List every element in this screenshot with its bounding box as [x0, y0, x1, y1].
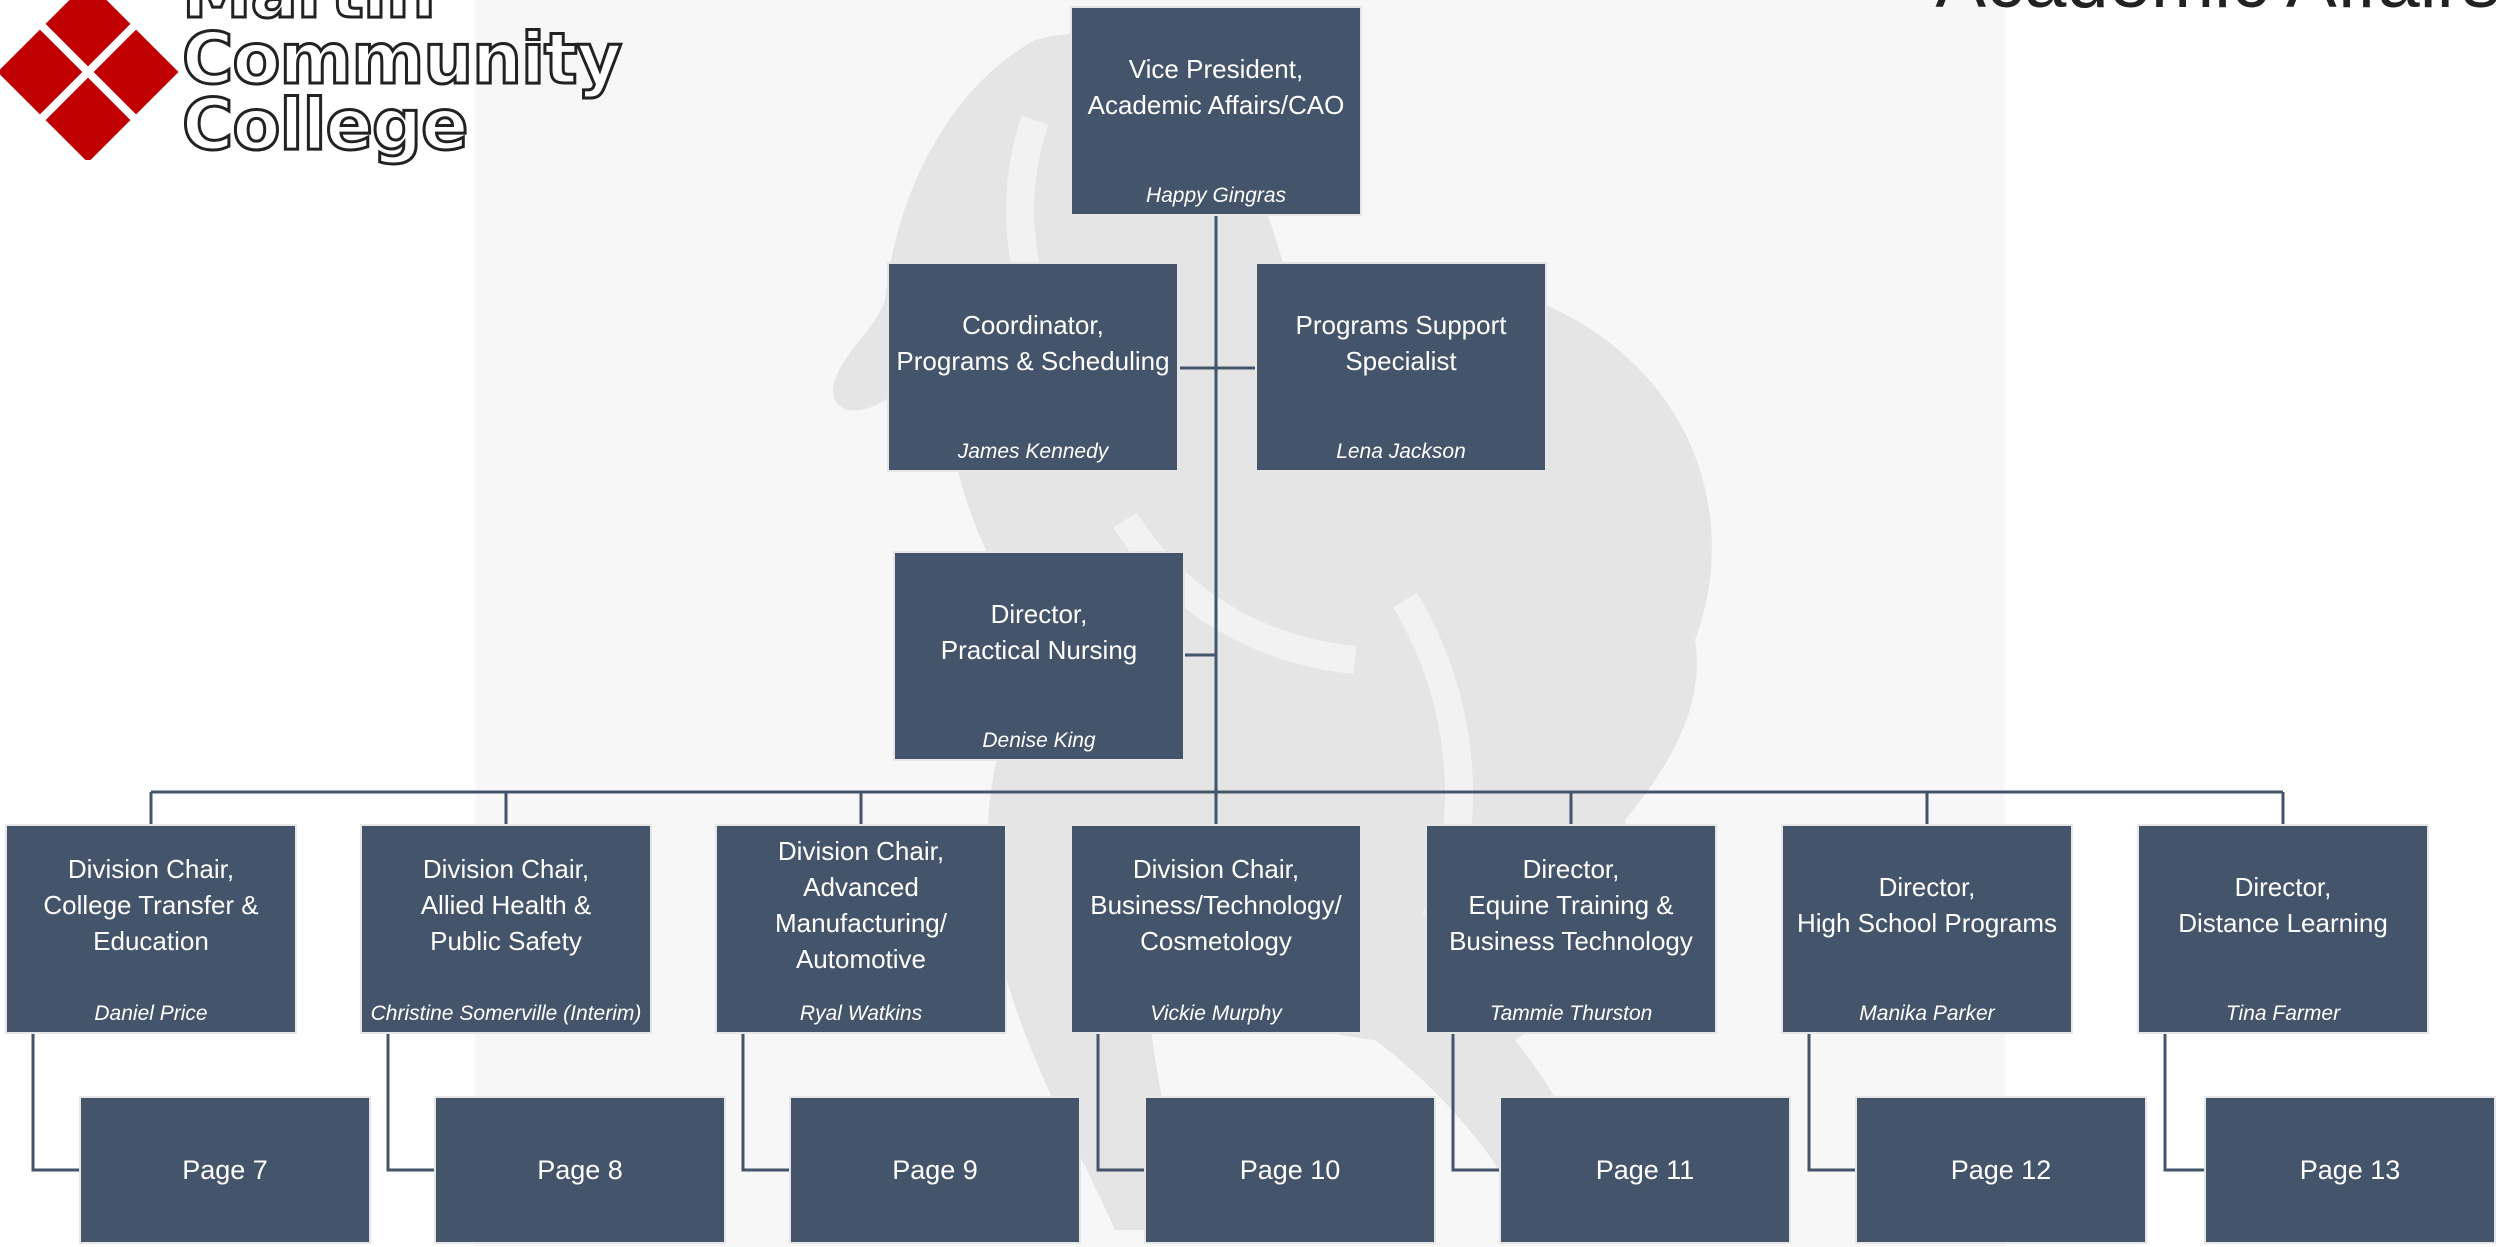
node-person: Lena Jackson	[1336, 440, 1466, 463]
node-coordinator: Coordinator, Programs & Scheduling James…	[887, 262, 1179, 472]
node-vice-president: Vice President, Academic Affairs/CAO Hap…	[1070, 6, 1362, 216]
page-link-10[interactable]: Page 10	[1144, 1096, 1436, 1244]
node-title: Coordinator, Programs & Scheduling	[896, 310, 1170, 376]
node-director-equine-training: Director, Equine Training & Business Tec…	[1425, 824, 1717, 1034]
node-practical-nursing: Director, Practical Nursing Denise King	[893, 551, 1185, 761]
node-title: Director, Practical Nursing	[940, 599, 1138, 665]
node-person: Happy Gingras	[1145, 184, 1287, 207]
node-chair-advanced-manufacturing: Division Chair, Advanced Manufacturing/ …	[715, 824, 1007, 1034]
node-title: Vice President, Academic Affairs/CAO	[1087, 54, 1345, 120]
node-person: Vickie Murphy	[1150, 1002, 1282, 1025]
logo-wordmark: Martin Community College	[180, 0, 623, 166]
page-link-11[interactable]: Page 11	[1499, 1096, 1791, 1244]
page-link-8[interactable]: Page 8	[434, 1096, 726, 1244]
node-title: Director, High School Programs	[1796, 872, 2058, 938]
page-link-12[interactable]: Page 12	[1855, 1096, 2147, 1244]
college-logo: Martin Community College	[0, 0, 640, 165]
node-director-high-school: Director, High School Programs Manika Pa…	[1781, 824, 2073, 1034]
page-link-9[interactable]: Page 9	[789, 1096, 1081, 1244]
node-title: Division Chair, Advanced Manufacturing/ …	[775, 836, 947, 974]
node-person: James Kennedy	[957, 440, 1109, 463]
diamond-logo-icon	[0, 0, 179, 163]
node-title: Director, Equine Training & Business Tec…	[1449, 854, 1693, 956]
node-programs-support: Programs Support Specialist Lena Jackson	[1255, 262, 1547, 472]
node-title: Division Chair, Business/Technology/ Cos…	[1090, 854, 1342, 956]
node-person: Manika Parker	[1859, 1002, 1995, 1025]
node-title: Division Chair, College Transfer & Educa…	[43, 854, 259, 956]
node-title: Division Chair, Allied Health & Public S…	[420, 854, 592, 956]
node-director-distance-learning: Director, Distance Learning Tina Farmer	[2137, 824, 2429, 1034]
node-chair-college-transfer: Division Chair, College Transfer & Educa…	[5, 824, 297, 1034]
node-person: Tammie Thurston	[1489, 1002, 1653, 1025]
node-title: Programs Support Specialist	[1295, 310, 1507, 376]
page-title: Academic Affairs	[1935, 0, 2496, 25]
node-title: Director, Distance Learning	[2178, 872, 2388, 938]
node-person: Daniel Price	[94, 1002, 208, 1025]
node-person: Denise King	[982, 729, 1096, 752]
node-chair-business-technology: Division Chair, Business/Technology/ Cos…	[1070, 824, 1362, 1034]
node-person: Tina Farmer	[2225, 1002, 2341, 1025]
page-link-13[interactable]: Page 13	[2204, 1096, 2496, 1244]
page-link-7[interactable]: Page 7	[79, 1096, 371, 1244]
node-person: Christine Somerville (Interim)	[370, 1002, 642, 1025]
node-person: Ryal Watkins	[799, 1002, 923, 1025]
node-chair-allied-health: Division Chair, Allied Health & Public S…	[360, 824, 652, 1034]
